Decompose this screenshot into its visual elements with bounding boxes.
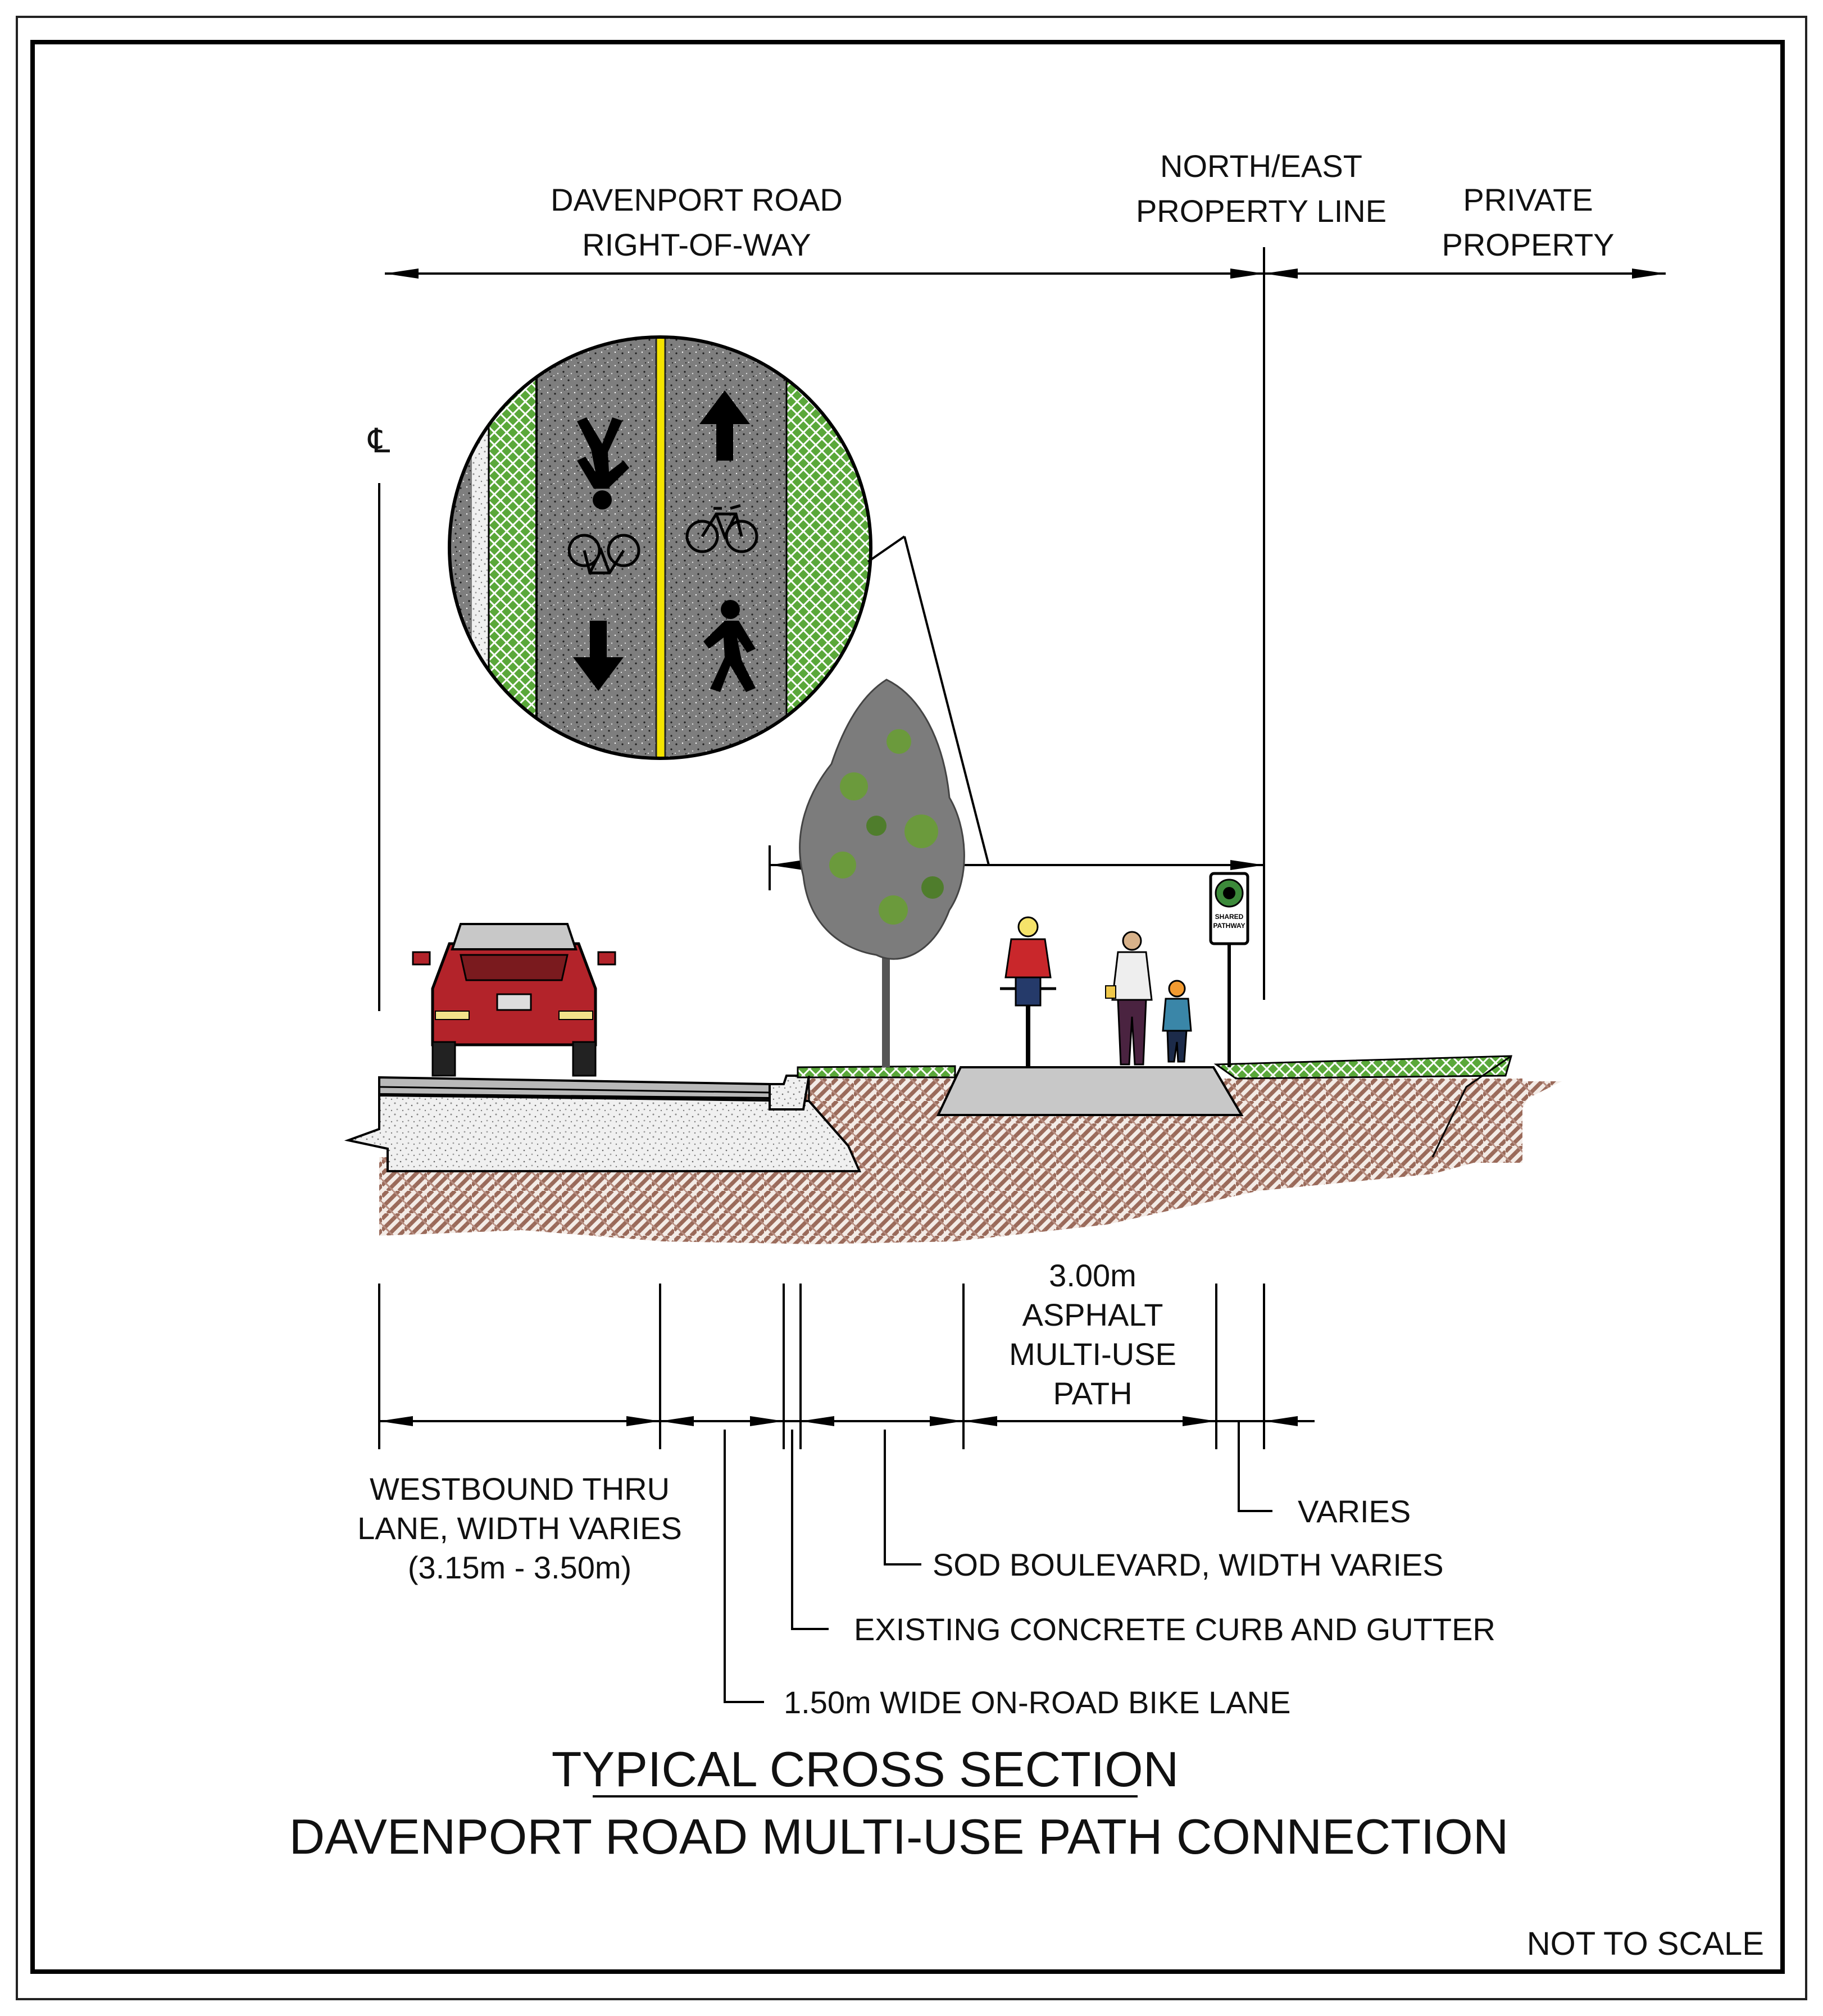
varies-label: VARIES bbox=[1298, 1494, 1411, 1529]
detail-leader-lines bbox=[867, 535, 990, 866]
lane-label-2: LANE, WIDTH VARIES bbox=[357, 1510, 682, 1546]
sign-text-1: SHARED bbox=[1215, 913, 1244, 921]
drawing-title: TYPICAL CROSS SECTION bbox=[552, 1741, 1179, 1797]
lane-label-3: (3.15m - 3.50m) bbox=[408, 1550, 631, 1585]
car-illustration bbox=[412, 923, 616, 1077]
yellow-centre-line bbox=[655, 337, 666, 758]
outer-border bbox=[16, 16, 1807, 2000]
curb-and-gutter bbox=[769, 1075, 811, 1111]
sod-boulevard-label: SOD BOULEVARD, WIDTH VARIES bbox=[933, 1547, 1444, 1582]
arrow-down-icon bbox=[573, 621, 624, 691]
private-property-label-2: PROPERTY bbox=[1442, 227, 1614, 262]
row-sub-label: RIGHT-OF-WAY bbox=[582, 227, 811, 262]
multi-use-path-asphalt bbox=[936, 1066, 1244, 1116]
child-pedestrian-illustration bbox=[1162, 980, 1192, 1063]
path-type-label-3: PATH bbox=[1053, 1376, 1132, 1411]
pedestrian-icon-rotated bbox=[577, 417, 629, 509]
ground-section bbox=[344, 1055, 1562, 1244]
private-property-label-1: PRIVATE bbox=[1463, 182, 1593, 217]
bike-lane-label: 1.50m WIDE ON-ROAD BIKE LANE bbox=[784, 1685, 1290, 1720]
bicycle-icon-rotated bbox=[567, 534, 640, 575]
path-width-label: 3.00m bbox=[1049, 1258, 1136, 1293]
sign-text-2: PATHWAY bbox=[1213, 922, 1245, 930]
path-type-label-1: ASPHALT bbox=[1022, 1297, 1163, 1332]
road-granular-base bbox=[344, 1094, 862, 1172]
sod-boulevard bbox=[797, 1065, 956, 1078]
lane-label-1: WESTBOUND THRU bbox=[370, 1471, 670, 1507]
cyclist-illustration bbox=[1000, 916, 1056, 1067]
bicycle-icon bbox=[685, 504, 758, 553]
right-of-way-dimension bbox=[385, 247, 1666, 1000]
pedestrian-icon bbox=[703, 600, 756, 692]
inner-border bbox=[30, 40, 1785, 1974]
curb-gutter-label: EXISTING CONCRETE CURB AND GUTTER bbox=[854, 1612, 1495, 1647]
path-type-label-2: MULTI-USE bbox=[1009, 1336, 1176, 1372]
arrow-up-icon bbox=[699, 390, 750, 461]
callout-leaders bbox=[724, 1421, 1272, 1703]
shared-pathway-sign-icon: SHARED PATHWAY bbox=[1209, 872, 1249, 1067]
path-detail-circle bbox=[448, 335, 872, 760]
property-line-label-1: NORTH/EAST bbox=[1160, 148, 1362, 184]
adult-pedestrian-illustration bbox=[1105, 931, 1153, 1066]
drawing-subtitle: DAVENPORT ROAD MULTI-USE PATH CONNECTION bbox=[289, 1809, 1509, 1864]
lower-dimension-line bbox=[379, 1416, 1315, 1426]
row-name-label: DAVENPORT ROAD bbox=[551, 182, 843, 217]
right-sod bbox=[1213, 1055, 1513, 1080]
scale-note: NOT TO SCALE bbox=[1527, 1926, 1764, 1962]
tree-illustration bbox=[799, 679, 965, 1067]
centerline-icon: ℄ bbox=[367, 422, 390, 459]
property-line-label-2: PROPERTY LINE bbox=[1136, 193, 1386, 229]
